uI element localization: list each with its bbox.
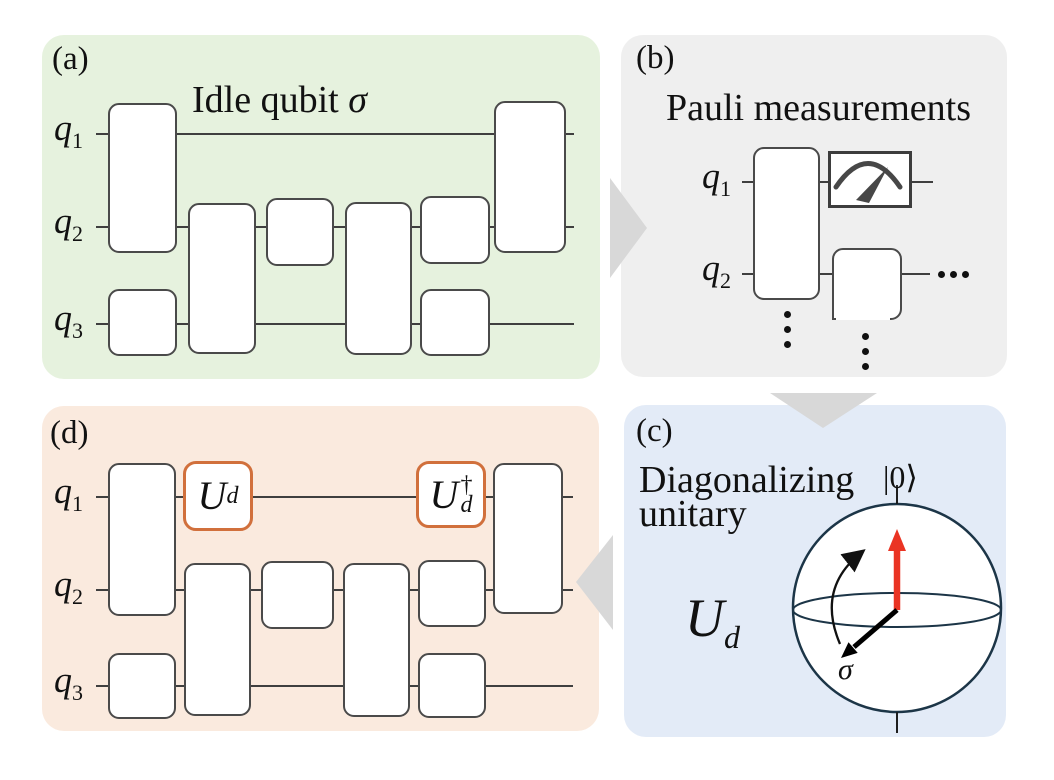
gate-box: [420, 196, 490, 264]
dagger-sup: †: [460, 471, 473, 498]
gate-box: [108, 653, 176, 719]
panel-d-label: (d): [50, 415, 89, 451]
qubit-wire: [96, 589, 573, 591]
qubit-base: q: [702, 156, 720, 196]
gate-box: [184, 563, 251, 716]
dot: [862, 348, 869, 355]
qubit-base: q: [54, 660, 72, 700]
ud-sub: d: [460, 491, 473, 518]
qubit-label-q1: q1: [54, 471, 83, 515]
qubit-sub: 1: [72, 491, 83, 517]
panel-a-label: (a): [52, 41, 89, 77]
panel-c-label: (c): [636, 413, 673, 449]
vertical-ellipsis: [862, 333, 869, 370]
dot: [938, 271, 945, 278]
qubit-base: q: [54, 201, 72, 241]
qubit-wire: [96, 496, 573, 498]
gate-ud-dagger: U†d: [416, 461, 486, 528]
gate-box: [418, 560, 486, 627]
panel-a-caption: Idle qubit σ: [192, 81, 367, 119]
dot: [784, 326, 791, 333]
qubit-sub: 1: [72, 128, 83, 154]
qubit-label-q1: q1: [54, 108, 83, 152]
gate-box: [420, 289, 490, 356]
dot: [862, 333, 869, 340]
gate-box: [418, 653, 486, 718]
gate-box: [343, 563, 410, 717]
panel-c-caption-line2: unitary: [639, 493, 747, 535]
vertical-ellipsis: [784, 311, 791, 348]
gate-box: [108, 103, 177, 253]
qubit-base: q: [54, 471, 72, 511]
gate-box: [753, 147, 820, 300]
qubit-base: q: [702, 248, 720, 288]
panel-b-caption: Pauli measurements: [666, 87, 971, 129]
qubit-base: q: [54, 298, 72, 338]
qubit-label-q3: q3: [54, 660, 83, 704]
dot: [862, 363, 869, 370]
qubit-wire: [96, 685, 573, 687]
qubit-sub: 3: [72, 318, 83, 344]
qubit-label-q2: q2: [702, 248, 731, 292]
gate-box: [188, 203, 256, 354]
qubit-label-q1: q1: [702, 156, 731, 200]
gate-box: [345, 202, 412, 355]
panel-c-background: [624, 405, 1006, 737]
qubit-sub: 2: [720, 268, 731, 294]
measurement-box: [828, 151, 912, 208]
diagonalizing-unitary-symbol: Ud: [685, 588, 740, 653]
qubit-base: q: [54, 564, 72, 604]
qubit-sub: 1: [720, 176, 731, 202]
qubit-label-q2: q2: [54, 201, 83, 245]
sigma-symbol: σ: [348, 79, 367, 121]
unitary-base: U: [685, 588, 724, 648]
gate-box: [494, 101, 566, 253]
gate-box: [261, 561, 334, 629]
panel-b-label: (b): [636, 40, 675, 76]
qubit-label-q3: q3: [54, 298, 83, 342]
horizontal-ellipsis: [938, 271, 969, 278]
caption-idle-qubit: Idle qubit: [192, 79, 349, 121]
qubit-wire: [96, 226, 574, 228]
gate-box: [266, 198, 334, 266]
qubit-wire: [96, 323, 574, 325]
dot: [962, 271, 969, 278]
ud-base: U: [429, 471, 459, 517]
qubit-sub: 2: [72, 584, 83, 610]
white-patch: [836, 303, 890, 320]
dot: [784, 311, 791, 318]
gate-box: [108, 463, 176, 616]
gate-box: [108, 289, 177, 356]
panel-c-caption-line1: Diagonalizing: [639, 459, 855, 501]
dot: [784, 341, 791, 348]
ud-base: U: [197, 473, 227, 518]
qubit-base: q: [54, 108, 72, 148]
gate-box: [493, 463, 563, 614]
qubit-wire: [96, 133, 574, 135]
ud-dagger-stack: †d: [460, 471, 473, 518]
qubit-sub: 2: [72, 221, 83, 247]
dot: [950, 271, 957, 278]
unitary-sub: d: [724, 618, 740, 655]
qubit-sub: 3: [72, 680, 83, 706]
qubit-label-q2: q2: [54, 564, 83, 608]
